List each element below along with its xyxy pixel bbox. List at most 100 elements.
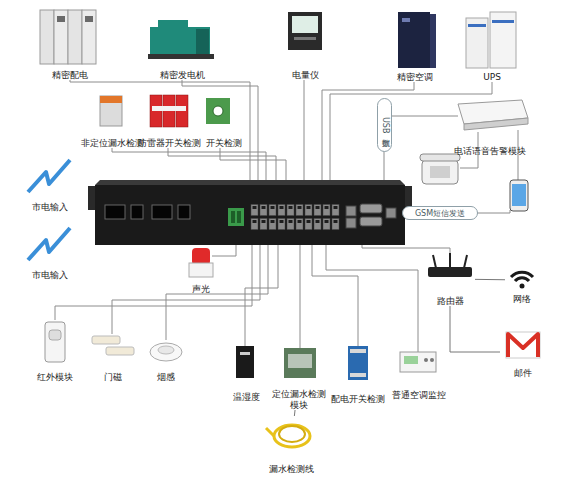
device-node: 门磁 (88, 326, 138, 382)
device-node: 声光 (178, 244, 224, 294)
power-switch (178, 205, 190, 219)
generator-body (150, 27, 210, 55)
wire (166, 231, 268, 340)
surge-window (152, 106, 186, 111)
wire (112, 231, 260, 334)
meter-body (288, 12, 322, 50)
wire (300, 231, 301, 348)
ac-monitor-key (430, 358, 434, 362)
device-label: 电话语音告警模块 (448, 146, 532, 156)
leak-cable-tail (266, 428, 274, 436)
device-node: 精密空调 (385, 8, 445, 82)
leak-module (284, 348, 316, 378)
device-node: 市电输入 (18, 226, 82, 280)
ac-side (430, 14, 436, 68)
device-label: 市电输入 (18, 202, 82, 212)
ac-monitor-screen (404, 356, 418, 364)
leak-detector (100, 96, 122, 126)
connector (294, 410, 296, 416)
wifi-dot (520, 284, 525, 289)
ups-cabinet (466, 18, 488, 68)
rj45-port (386, 208, 396, 218)
pir-lens (49, 330, 61, 340)
device-node: 普通空调监控 (390, 346, 448, 400)
device-node: 精密发电机 (145, 18, 220, 80)
leak-detector-top (100, 96, 122, 103)
rack-ear (88, 186, 95, 210)
device-label: 普通空调监控 (390, 390, 448, 400)
cabinet (82, 10, 96, 64)
device-label: 漏水检测线 (258, 464, 324, 474)
device-node: 精密配电 (35, 8, 105, 80)
lightning-icon (28, 228, 70, 260)
device-label: UPS (462, 72, 522, 82)
antenna (433, 255, 436, 268)
device-node: 定位漏水检测模块 (270, 342, 328, 410)
rj45-port (346, 218, 356, 228)
alarm-base (189, 263, 213, 277)
device-label: 红外模块 (32, 372, 78, 382)
device-label: 开关检测 (204, 138, 244, 148)
alarm-dome (192, 248, 210, 265)
generator-base (148, 54, 214, 59)
device-node: 网络 (505, 256, 539, 304)
device-label: 邮件 (500, 368, 546, 378)
device-node: 电量仪 (280, 8, 330, 80)
door-magnet (106, 347, 134, 355)
antenna (464, 255, 467, 268)
wire (312, 231, 358, 346)
ac-display (402, 18, 410, 22)
device-label: 精密发电机 (145, 70, 220, 80)
device-label: 温湿度 (226, 392, 266, 402)
connector (475, 279, 505, 280)
device-node: 温湿度 (226, 342, 266, 402)
smoke-center (158, 346, 174, 354)
device-label: 门磁 (88, 372, 138, 382)
serial-port (360, 204, 382, 213)
ups-cabinet (490, 12, 516, 68)
usb-tag: USB数据 (377, 98, 392, 152)
device-node: 漏水检测线 (258, 416, 324, 474)
desk-phone (422, 160, 458, 184)
connector (450, 306, 500, 352)
device-node: 电话语音告警模块 (448, 98, 532, 156)
ups-stripe (468, 24, 486, 27)
meter-keys (294, 37, 316, 40)
gsm-tag: GSM短信发送 (402, 206, 478, 220)
switch-sensor (206, 98, 230, 124)
rj45-ports (250, 203, 340, 231)
voice-module-side (464, 118, 528, 130)
device-node: 防雷器开关检测 (136, 90, 202, 148)
device-node: 路由器 (425, 252, 475, 306)
ups-stripe (492, 20, 514, 23)
meter-screen (292, 16, 318, 33)
module-terminal (350, 349, 366, 353)
cabinet (68, 10, 82, 64)
cabinet-panel (57, 16, 65, 22)
device-label: 声光 (178, 284, 224, 294)
sensor-hole (213, 106, 223, 116)
smoke-detector (150, 343, 182, 361)
device-label: 网络 (505, 294, 539, 304)
device-label: 烟感 (143, 372, 189, 382)
device-label: 市电输入 (18, 270, 82, 280)
wires (55, 80, 518, 352)
device-node: UPS (462, 8, 522, 82)
device-label: 精密空调 (385, 72, 445, 82)
device-node: 邮件 (500, 326, 546, 378)
terminal-slot (231, 211, 235, 223)
sensor-mark (240, 352, 250, 355)
rj45-port (346, 206, 356, 216)
device-node: 红外模块 (32, 318, 78, 382)
host-chassis (95, 185, 405, 245)
device-label: 非定位漏水检测 (78, 138, 146, 148)
device-node: 烟感 (143, 330, 189, 382)
keypad (430, 166, 450, 178)
cabinet-panel (85, 16, 93, 22)
temp-humidity-sensor (236, 346, 254, 378)
door-magnet (92, 336, 120, 344)
device-node: 市电输入 (18, 158, 82, 212)
leak-cable (274, 425, 310, 447)
ac-monitor-key (424, 358, 428, 362)
